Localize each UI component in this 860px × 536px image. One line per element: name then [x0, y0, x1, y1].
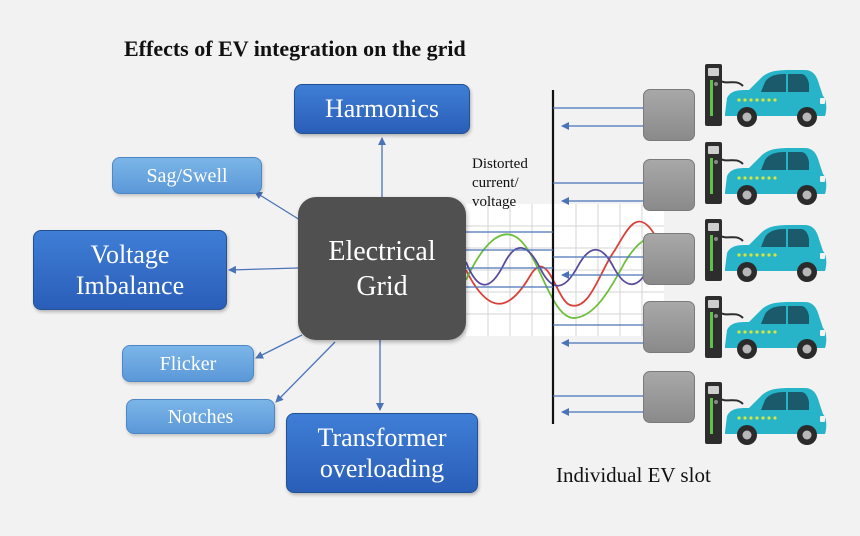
ev-slot-box-3	[643, 233, 695, 285]
voltage-imbalance-box: Voltage Imbalance	[33, 230, 227, 310]
transformer-label-1: Transformer	[317, 422, 447, 452]
arrow-to-voltage-imbalance	[228, 265, 299, 274]
ev-charger-car-4	[704, 295, 828, 360]
ev-charger-car-2	[704, 141, 828, 206]
distortion-caption-line-3: voltage	[472, 193, 517, 210]
arrow-to-notches	[275, 341, 336, 403]
ev-slot-box-1	[643, 89, 695, 141]
waveform-panel	[465, 204, 665, 336]
ev-charger-car-5	[704, 381, 828, 446]
electrical-grid-box: Electrical Grid	[298, 197, 466, 340]
electrical-grid-label-2: Grid	[356, 270, 408, 302]
ev-charger-car-3	[704, 218, 828, 283]
diagram-title: Effects of EV integration on the grid	[124, 36, 466, 61]
wave-green	[465, 233, 665, 319]
transformer-label-2: overloading	[319, 454, 445, 483]
arrow-to-flicker	[255, 334, 303, 359]
individual-ev-slot-label: Individual EV slot	[556, 463, 711, 487]
flicker-box: Flicker	[122, 345, 254, 382]
harmonics-label: Harmonics	[324, 94, 440, 124]
sag-swell-label: Sag/Swell	[146, 164, 228, 187]
distortion-caption-line-2: current/	[472, 174, 519, 191]
transformer-overloading-box: Transformer overloading	[286, 413, 478, 493]
arrow-to-sag-swell	[254, 191, 301, 221]
distortion-caption: Distorted current/ voltage	[472, 155, 528, 211]
ev-slot-box-4	[643, 301, 695, 353]
flicker-label: Flicker	[159, 352, 217, 375]
sag-swell-box: Sag/Swell	[112, 157, 262, 194]
voltage-imbalance-label-2: Imbalance	[75, 271, 185, 300]
harmonics-box: Harmonics	[294, 84, 470, 134]
ev-slot-box-2	[643, 159, 695, 211]
voltage-imbalance-label-1: Voltage	[90, 239, 170, 269]
ev-slot-box-5	[643, 371, 695, 423]
distortion-caption-line-1: Distorted	[472, 156, 528, 172]
electrical-grid-label-1: Electrical	[328, 235, 436, 267]
slot-lines	[553, 107, 643, 416]
wave-red	[465, 220, 665, 307]
notches-label: Notches	[167, 405, 234, 428]
ev-charger-car-1	[704, 63, 828, 128]
notches-box: Notches	[126, 399, 275, 434]
